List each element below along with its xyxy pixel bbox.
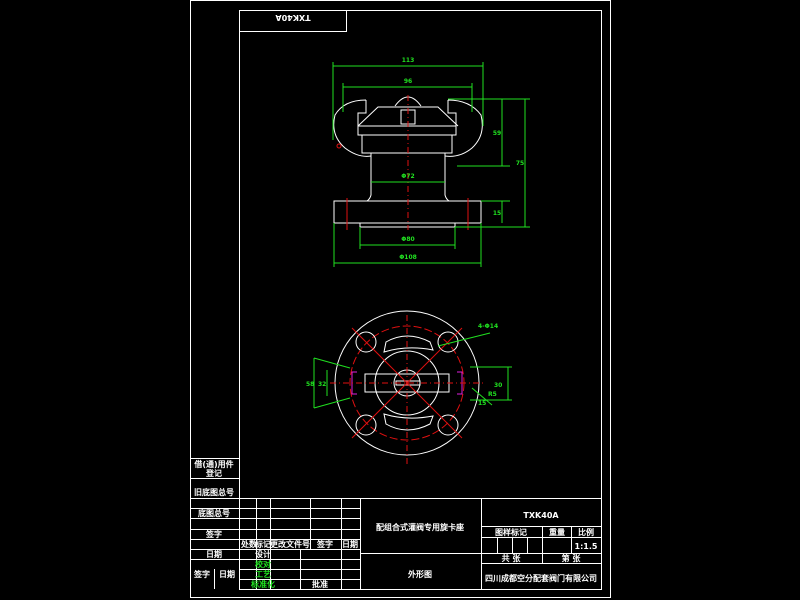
role-label: 工艺: [255, 569, 271, 579]
dim-label: 4-Φ14: [478, 323, 498, 330]
label-weight: 重量: [549, 527, 565, 537]
drawing-type: 外形图: [408, 569, 432, 579]
dim-label: Φ80: [401, 236, 414, 243]
dim-label: 15: [493, 210, 501, 217]
left-label: 旧底图总号: [194, 487, 234, 497]
scale-value: 1:1.5: [575, 542, 598, 551]
left-label: 日期: [206, 549, 222, 559]
dim-label: 58: [306, 381, 314, 388]
role-label: 标准化: [250, 579, 275, 589]
company-name: 四川成都空分配套阀门有限公司: [485, 573, 597, 583]
dim-label: Φ72: [401, 173, 414, 180]
left-label: 签字: [205, 529, 222, 539]
left-column: 借(通)用件 登记 旧底图总号 底图总号 签字 日期 签字 日期: [190, 458, 240, 589]
dim-label: 75: [516, 160, 524, 167]
front-dimensions: [332, 62, 530, 267]
title-block: 标记 处数 更改文件号 签字 日期 设计 校对 工艺 标准化 批准 配组合式灌阀…: [239, 498, 601, 589]
code-box: [239, 10, 347, 32]
left-label: 借(通)用件: [193, 459, 233, 469]
part-name: 配组合式灌阀专用旋卡座: [376, 522, 464, 532]
bottom-dimensions: [313, 332, 512, 409]
rev-header: 更改文件号: [270, 539, 310, 549]
dim-label: 32: [318, 381, 326, 388]
dim-label: 96: [404, 78, 412, 85]
model-number: TXK40A: [523, 511, 559, 520]
label-sheets-total: 共 张: [502, 553, 522, 563]
label-scale: 比例: [578, 527, 594, 537]
role-label: 设计: [255, 549, 271, 559]
left-label: 底图总号: [197, 508, 230, 518]
bottom-view: [330, 310, 485, 465]
label-sheet-no: 第 张: [562, 553, 582, 563]
dim-label: 15: [478, 400, 486, 407]
dim-label: 59: [493, 130, 501, 137]
approve-label: 批准: [312, 579, 328, 589]
inner-frame: [239, 10, 602, 590]
rev-header: 标记: [254, 539, 271, 549]
rev-header: 签字: [316, 539, 333, 549]
front-view: [333, 95, 483, 230]
rotated-code: TXK40A: [275, 13, 311, 22]
dim-label: 113: [402, 57, 415, 64]
dim-label: Φ108: [399, 254, 417, 261]
label-drawing-mark: 图样标记: [495, 527, 527, 537]
left-label: 登记: [205, 468, 222, 478]
left-label: 日期: [219, 569, 235, 579]
dim-label: 30: [494, 382, 502, 389]
rev-header: 日期: [342, 539, 358, 549]
outer-border: [190, 0, 611, 598]
rev-header: 处数: [240, 539, 258, 549]
left-label: 签字: [193, 569, 210, 579]
role-label: 校对: [255, 559, 271, 569]
dim-label: R5: [488, 391, 497, 398]
